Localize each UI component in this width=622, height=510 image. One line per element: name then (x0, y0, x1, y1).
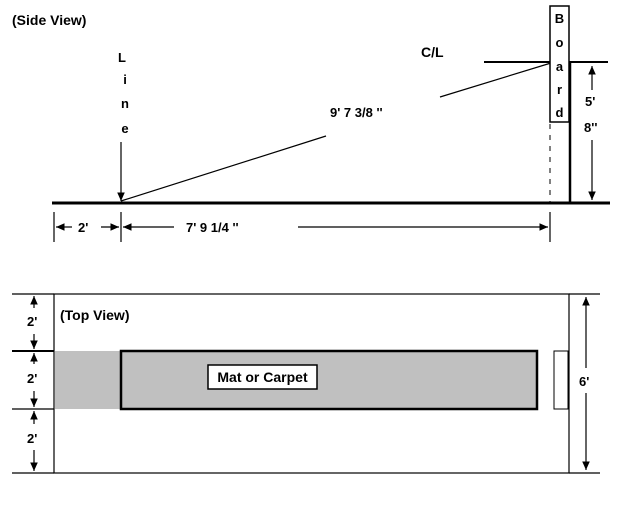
diagonal-distance-label: 9' 7 3/8 '' (330, 105, 383, 120)
board-letter-d: d (556, 105, 564, 120)
board-letter-b: B (555, 11, 564, 26)
board-letter-o: o (556, 35, 564, 50)
board-letter-a: a (556, 59, 564, 74)
left-dim-2-label: 2' (27, 371, 37, 386)
top-view-title: (Top View) (60, 307, 129, 323)
height-feet-label: 5' (585, 94, 595, 109)
diagonal-line-upper (439, 62, 552, 98)
left-dim-1-label: 2' (27, 314, 37, 329)
height-inches-label: 8'' (584, 120, 597, 135)
floor-distance-label: 7' 9 1/4 '' (186, 220, 239, 235)
diagonal-line-lower (120, 135, 327, 202)
left-dim-3-label: 2' (27, 431, 37, 446)
side-view: (Side View) L i n e 9' 7 3/8 '' C/L B o … (12, 5, 610, 242)
line-letter-i: i (123, 72, 127, 87)
pre-line-area (55, 351, 121, 409)
right-dim-label: 6' (579, 374, 589, 389)
line-letter-l: L (118, 50, 126, 65)
board-letter-r: r (557, 82, 562, 97)
board-top-view (553, 350, 569, 410)
offset-left-label: 2' (78, 220, 88, 235)
mat-label-box (207, 364, 318, 390)
centerline-label: C/L (421, 44, 444, 60)
line-letter-n: n (121, 96, 129, 111)
mat-area (119, 349, 539, 411)
line-letter-e: e (121, 121, 128, 136)
top-view: (Top View) Mat or Carpet 2' 2' 2' 6' (12, 293, 600, 474)
mat-label: Mat or Carpet (217, 369, 308, 385)
side-view-title: (Side View) (12, 12, 86, 28)
